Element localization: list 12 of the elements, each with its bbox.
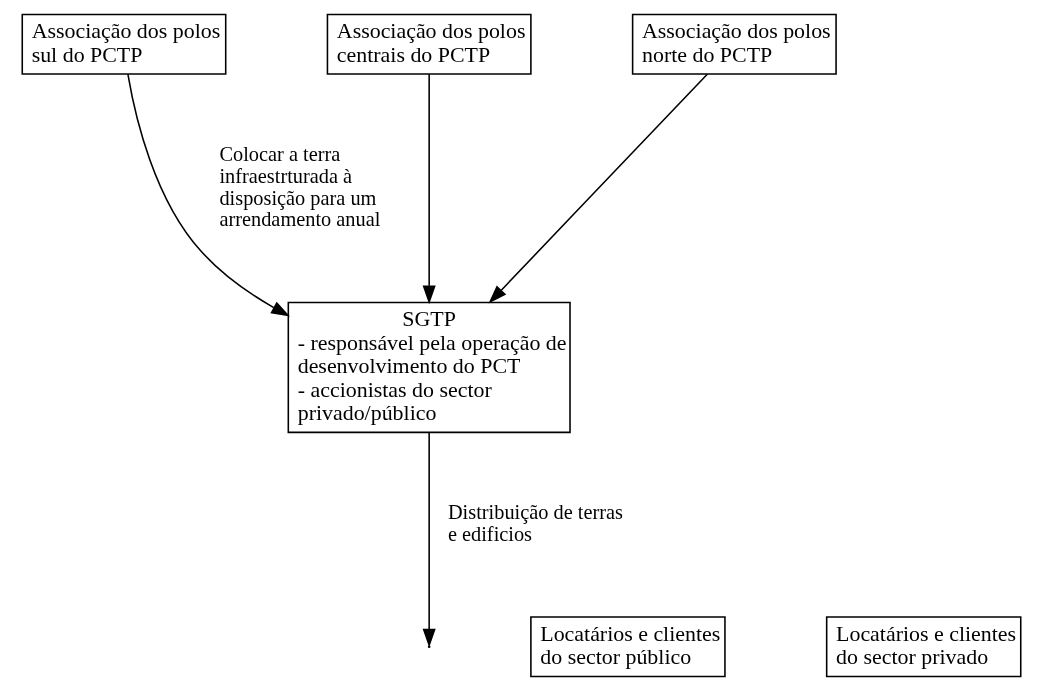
node-box: Associação dos polos centrais do PCTP [326, 13, 532, 75]
node-box: SGTP - responsável pela operação de desenvolvimento do PCT - accionistas do sector privado/público [287, 301, 571, 434]
node-box: Associação dos polos sul do PCTP [21, 13, 227, 75]
arrow [127, 73, 290, 317]
node-box: Locatários e clientes do sector privado [825, 616, 1022, 678]
node-box: Locatários e clientes do sector público [530, 616, 726, 678]
edge-label: Distribuição de terras e edificios [447, 501, 623, 545]
node-box: Associação dos polos norte do PCTP [631, 13, 837, 75]
edge-label: Colocar a terra infraestrturada à disposição para um arrendamento anual [219, 142, 381, 231]
arrow [422, 432, 436, 648]
arrow [488, 73, 709, 304]
arrow [422, 73, 436, 305]
